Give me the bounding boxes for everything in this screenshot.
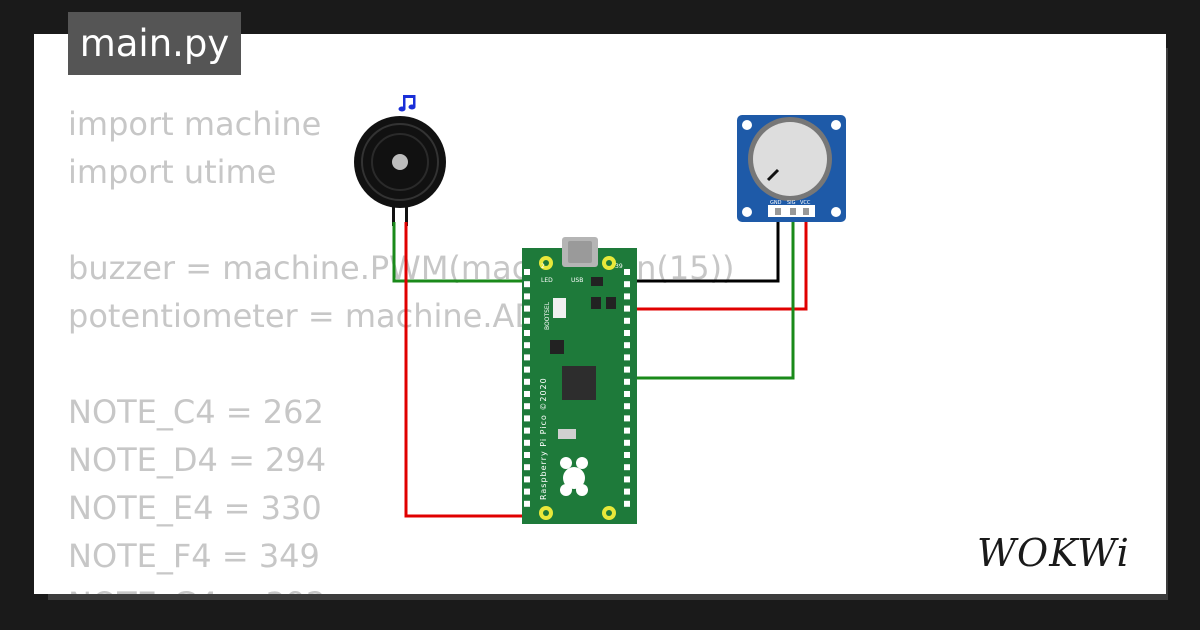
pin-label-sig: SIG [787,200,796,206]
led-label: LED [541,277,553,284]
header-pin[interactable] [624,500,630,507]
usb-label: USB [571,277,583,284]
header-pin[interactable] [624,293,630,300]
code-line: NOTE_E4 = 330 [68,489,322,527]
header-pin[interactable] [624,427,630,434]
header-pin[interactable] [624,476,630,483]
header-pin[interactable] [624,378,630,385]
header-pin[interactable] [624,415,630,422]
buzzer[interactable] [354,116,446,226]
header-pin[interactable] [524,391,530,397]
header-pin[interactable] [524,439,530,446]
knob-indicator [766,168,780,182]
header-pin[interactable] [624,281,630,288]
pin-number-39: 39 [615,263,623,270]
wire-buzzer-signal[interactable] [392,222,530,283]
wokwi-logo: WOKWi [975,528,1155,578]
wokwi-logo-text: WOKWi [977,531,1130,575]
file-tab-main[interactable]: main.py [68,12,241,75]
header-pin[interactable] [624,330,630,336]
header-pin[interactable] [524,293,530,300]
wire-pot-sig[interactable] [626,214,795,380]
code-line: NOTE_F4 = 349 [68,537,320,575]
header-pin[interactable] [624,403,630,410]
header-pin[interactable] [524,464,530,471]
code-line: import utime [68,153,277,191]
header-pin[interactable] [524,305,530,312]
header-pin[interactable] [524,378,530,385]
header-pin[interactable] [624,366,630,373]
header-pin[interactable] [624,488,630,495]
header-pin[interactable] [524,403,530,410]
code-line: NOTE_C4 = 262 [68,393,324,431]
pico-pin-row [524,269,630,507]
header-pin[interactable] [624,391,630,397]
potentiometer[interactable]: GND SIG VCC [737,115,846,222]
header-pin[interactable] [624,317,630,324]
pin-number-2: 2 [541,263,545,270]
header-pin[interactable] [624,342,630,349]
header-pin[interactable] [624,464,630,471]
code-line: NOTE_G4 = 392 [68,580,768,594]
code-line: import machine [68,105,322,143]
raspberry-logo [560,457,588,496]
pin-label-gnd: GND [770,200,782,206]
header-pin[interactable] [624,354,630,361]
header-pin[interactable] [624,305,630,312]
raspberry-pi-pico[interactable]: 2 39 LED USB BOOTSEL Raspberry Pi Pico ©… [522,237,637,524]
header-pin[interactable] [524,427,530,434]
header-pin[interactable] [524,281,530,288]
header-pin[interactable] [524,366,530,373]
code-line: NOTE_D4 = 294 [68,441,327,479]
music-note-icon [398,95,416,112]
header-pin[interactable] [524,415,530,422]
header-pin[interactable] [624,452,630,458]
pin-label-vcc: VCC [800,200,811,206]
board-silkscreen: Raspberry Pi Pico ©2020 [539,377,548,500]
header-pin[interactable] [524,317,530,324]
header-pin[interactable] [524,452,530,458]
header-pin[interactable] [524,354,530,361]
code-preview: import machine import utime buzzer = mac… [68,100,768,594]
header-pin[interactable] [524,488,530,495]
header-pin[interactable] [624,439,630,446]
header-pin[interactable] [524,476,530,483]
header-pin[interactable] [524,269,530,275]
wire-pot-gnd[interactable] [626,214,780,283]
wire-pot-vcc[interactable] [626,214,808,311]
wire-buzzer-ground[interactable] [404,222,530,518]
header-pin[interactable] [524,342,530,349]
header-pin[interactable] [624,269,630,275]
header-pin[interactable] [524,500,530,507]
bootsel-label: BOOTSEL [544,301,551,330]
header-pin[interactable] [524,330,530,336]
